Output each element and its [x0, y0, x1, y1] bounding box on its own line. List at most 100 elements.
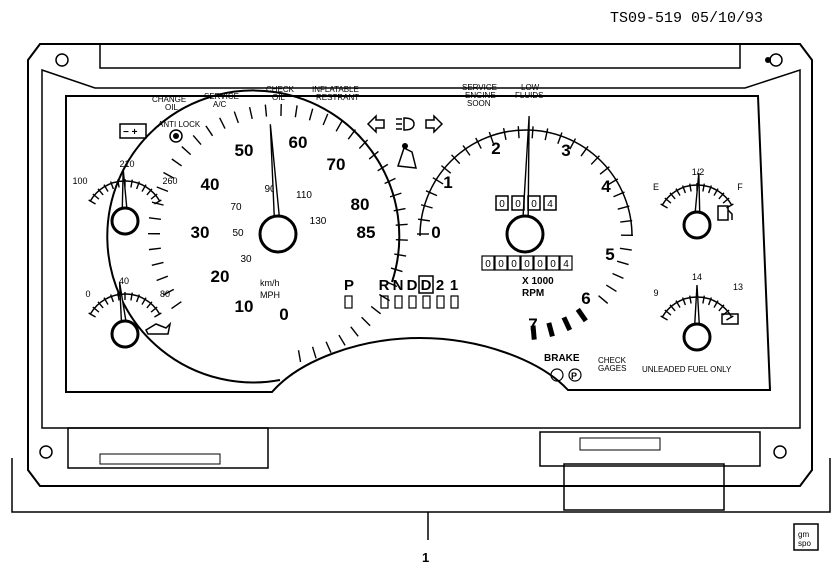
document-id: TS09-519 05/10/93 [610, 10, 763, 27]
gm-spo-logo: gm spo [794, 524, 818, 550]
tach-tick [418, 219, 430, 221]
oil-tick [154, 313, 161, 317]
speedo-unit-kmh: km/h [260, 278, 280, 288]
speedo-tick [206, 126, 213, 136]
speedo-tick [157, 276, 168, 280]
anti-lock-icon [170, 130, 182, 142]
gear-lamp [395, 296, 402, 308]
tach-tick [617, 261, 629, 264]
speedo-mph-label: 0 [279, 305, 288, 324]
oil-tick [89, 313, 96, 317]
speedo-kmh-label: 70 [230, 202, 242, 213]
trip-digit: 4 [547, 199, 553, 210]
tach-unit-line1: X 1000 [522, 276, 554, 287]
speedo-mph-label: 85 [357, 223, 376, 242]
odo-digit: 0 [550, 259, 556, 270]
odo-digit: 0 [537, 259, 543, 270]
temp-label: 100 [72, 176, 87, 186]
tach-tick [421, 205, 433, 208]
speedo-tick [149, 248, 161, 249]
speedo-tick [182, 147, 191, 155]
tach-label: 6 [581, 289, 590, 308]
tach-tick [532, 126, 533, 138]
volt-tick [661, 316, 668, 320]
volt-label: 13 [733, 282, 743, 292]
tach-tick [600, 167, 609, 174]
mounting-hole [770, 54, 782, 66]
speedo-kmh-label: 30 [240, 254, 252, 265]
left-turn-arrow-icon [368, 116, 384, 132]
odo-digit: 0 [485, 259, 491, 270]
cluster-housing-outline [28, 44, 812, 486]
odo-digit: 0 [498, 259, 504, 270]
speedo-tick [149, 218, 161, 219]
tach-redline-segment [564, 317, 570, 330]
parking-brake-symbol: P [571, 371, 577, 381]
left-connector-slot [100, 454, 220, 464]
callout-number: 1 [422, 550, 429, 565]
oil-hub [112, 321, 138, 347]
oil-label: 80 [160, 289, 170, 299]
speedo-tick [348, 130, 355, 140]
service-engine-soon-line3: SOON [467, 99, 491, 108]
battery-icon: − + [120, 124, 146, 138]
speedo-hub [260, 216, 296, 252]
fuel-gauge: E1/2F [653, 167, 743, 238]
speedo-tick [362, 317, 371, 325]
tach-tick [504, 128, 506, 140]
cluster-top-lip [100, 44, 740, 68]
speedo-tick [371, 306, 380, 313]
oil-can-icon [146, 324, 170, 334]
speedo-mph-label: 30 [191, 223, 210, 242]
left-connector [68, 428, 268, 468]
speedo-kmh-label: 130 [310, 216, 327, 227]
change-oil-label-line2: OIL [165, 103, 178, 112]
speedo-tick [326, 342, 331, 353]
tach-label: 2 [491, 139, 500, 158]
gear-label: R [379, 277, 390, 294]
speedo-tick [313, 347, 317, 358]
tach-tick [518, 126, 519, 138]
inflatable-restraint-line2: RESTRANT [316, 93, 359, 102]
fuel-pump-icon [718, 206, 732, 220]
odo-digit: 0 [511, 259, 517, 270]
speedo-tick [265, 105, 266, 117]
check-gages-line2: GAGES [598, 364, 626, 373]
speedo-mph-label: 40 [201, 175, 220, 194]
speedo-tick [309, 109, 312, 121]
volt-tick [726, 316, 733, 320]
gear-lamp [437, 296, 444, 308]
speedo-mph-label: 50 [235, 141, 254, 160]
gear-lamp [451, 296, 458, 308]
speedo-tick [396, 224, 408, 225]
trip-digit: 0 [515, 199, 521, 210]
speedo-kmh-label: 50 [232, 228, 244, 239]
brake-label: BRAKE [544, 353, 580, 364]
odo-digit: 0 [524, 259, 530, 270]
service-ac-label-line2: A/C [213, 100, 227, 109]
speedo-tick [220, 118, 225, 129]
fuel-hub [684, 212, 710, 238]
mounting-hole [56, 54, 68, 66]
tach-unit-line2: RPM [522, 288, 544, 299]
tach-redline-segment [578, 309, 586, 320]
tach-tick [620, 248, 632, 250]
speedo-tick [336, 121, 342, 131]
logo-gm: gm [798, 530, 809, 539]
park-indicator-lamp [345, 296, 352, 308]
tach-hub [507, 216, 543, 252]
speedo-tick [390, 193, 401, 197]
speedo-tick [152, 262, 164, 265]
high-beam-icon [396, 118, 414, 130]
speedo-mph-label: 20 [211, 267, 230, 286]
temp-label: 210 [119, 159, 134, 169]
tach-label: 1 [443, 173, 452, 192]
speedo-tick [250, 107, 253, 119]
speedo-tick [234, 112, 238, 123]
speedo-tick [394, 254, 406, 256]
speedo-tick [396, 240, 408, 241]
